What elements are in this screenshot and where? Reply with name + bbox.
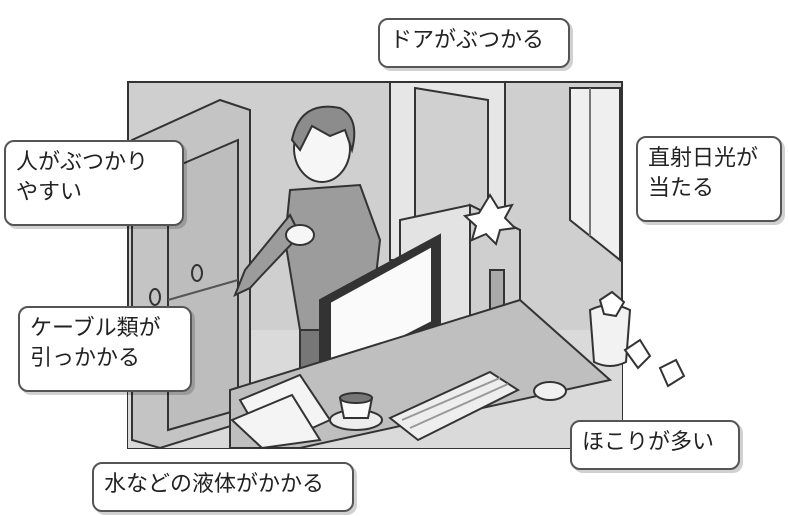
books [230, 373, 332, 450]
impact-star [462, 193, 518, 246]
coffee-cup [329, 392, 383, 431]
callout-door-collision: ドアがぶつかる [378, 18, 570, 68]
wastebasket [588, 290, 686, 388]
window [569, 87, 621, 263]
callout-dusty: ほこりが多い [570, 420, 740, 470]
callout-person-collision: 人がぶつかり やすい [4, 140, 184, 226]
keyboard [388, 370, 521, 442]
callout-liquid-spill: 水などの液体がかかる [92, 462, 354, 512]
mouse [533, 381, 567, 401]
callout-direct-sunlight: 直射日光が 当たる [636, 136, 782, 222]
callout-cable-snag: ケーブル類が 引っかかる [18, 306, 192, 392]
